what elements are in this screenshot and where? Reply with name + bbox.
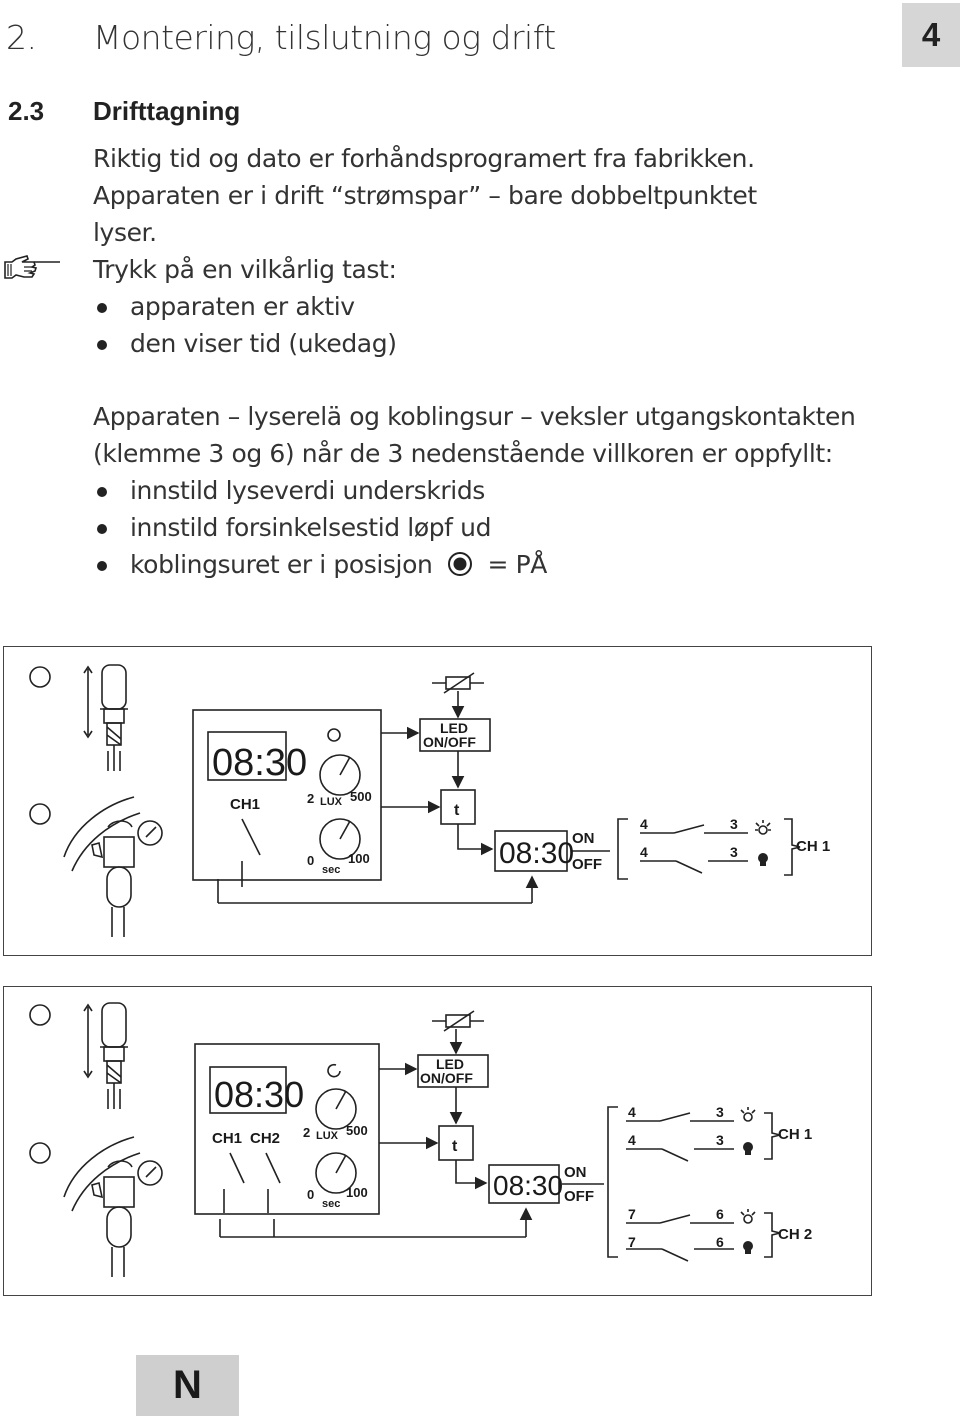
contact-left: 4 [628,1132,636,1148]
marker-1-icon [29,1004,51,1026]
list-item: apparaten er aktiv [93,288,397,325]
contact-left: 4 [640,844,648,860]
off-label: OFF [572,856,602,873]
clock-display-time: 08:30 [499,837,574,870]
section-number: 2.3 [8,96,45,126]
wiring-diagram-single-channel: ① 08:30 CH1 2 LUX 500 0 sec 100 LED ON/O… [3,646,872,956]
intro-line: Riktig tid og dato er forhåndsprogramert… [93,144,755,173]
marker-2-icon [29,803,51,825]
instruction-bullets: apparaten er aktiv den viser tid (ukedag… [93,288,397,362]
channel-label-1: CH1 [212,1130,242,1147]
language-tab: N [136,1355,239,1416]
led-label-bottom: ON/OFF [420,1070,473,1086]
list-item: innstild forsinkelsestid løpf ud [93,509,547,546]
on-label: ON [572,830,595,847]
channel-label: CH1 [230,796,260,813]
lux-max: 500 [350,789,372,804]
condition-text: koblingsuret er i posisjon [130,550,433,579]
sec-max: 100 [348,851,370,866]
lux-label: LUX [320,796,343,808]
sec-min: 0 [307,1187,314,1202]
contact-right: 6 [716,1206,724,1222]
chapter-title: Montering, tilslutning og drift [93,18,556,57]
sec-max: 100 [346,1185,368,1200]
contact-right: 3 [716,1132,724,1148]
chapter-heading: 2. Montering, tilslutning og drift [6,18,556,57]
led-label-top: LED [436,1056,464,1072]
group-label-ch2: CH 2 [778,1226,812,1243]
sec-label: sec [322,864,340,876]
group-label: CH 1 [796,838,830,855]
marker-1-icon [29,666,51,688]
conditions-paragraph: Apparaten – lyserelä og koblingsur – vek… [93,398,856,472]
wiring-diagram-dual-channel: 08:30 CH1 CH2 2 LUX 500 0 sec 100 LED ON… [3,986,872,1296]
pointing-hand-icon [2,254,62,288]
conditions-line: Apparaten – lyserelä og koblingsur – vek… [93,402,856,431]
device-display-time: 08:30 [214,1074,304,1115]
chapter-number: 2. [6,18,37,57]
led-label-bottom: ON/OFF [423,734,476,750]
list-item: den viser tid (ukedag) [93,325,397,362]
page-number-tab: 4 [902,3,960,67]
contact-right: 3 [730,816,738,832]
conditions-line: (klemme 3 og 6) når de 3 nedenstående vi… [93,439,833,468]
clock-display-time: 08:30 [493,1170,563,1201]
led-label-top: LED [440,720,468,736]
timer-label: t [454,802,460,819]
timer-label: t [452,1138,458,1155]
conditions-bullets: innstild lyseverdi underskrids innstild … [93,472,547,583]
contact-right: 3 [730,844,738,860]
list-item: innstild lyseverdi underskrids [93,472,547,509]
sec-min: 0 [307,853,314,868]
marker-2-icon [29,1142,51,1164]
device-display-time: 08:30 [212,742,307,784]
on-symbol-suffix: = PÅ [487,550,548,579]
intro-line: lyser. [93,218,157,247]
channel-label-2: CH2 [250,1130,280,1147]
instruction-text: Trykk på en vilkårlig tast: [93,255,397,284]
contact-right: 3 [716,1104,724,1120]
sec-label: sec [322,1198,340,1210]
contact-left: 4 [628,1104,636,1120]
on-label: ON [564,1164,587,1181]
section-title: Drifttagning [93,96,241,126]
intro-paragraph: Riktig tid og dato er forhåndsprogramert… [93,140,757,251]
off-label: OFF [564,1188,594,1205]
lux-min: 2 [303,1125,310,1140]
group-label-ch1: CH 1 [778,1126,812,1143]
contact-left: 4 [640,816,648,832]
lux-max: 500 [346,1123,368,1138]
lux-min: 2 [307,791,314,806]
lux-label: LUX [316,1130,339,1142]
intro-line: Apparaten er i drift “strømspar” – bare … [93,181,757,210]
contact-right: 6 [716,1234,724,1250]
list-item: koblingsuret er i posisjon = PÅ [93,546,547,583]
on-position-icon [447,552,472,576]
contact-left: 7 [628,1234,636,1250]
contact-left: 7 [628,1206,636,1222]
